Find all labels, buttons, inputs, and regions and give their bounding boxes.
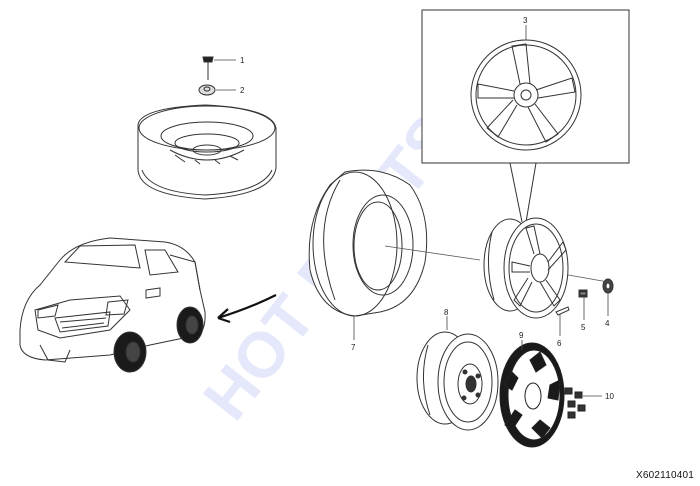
callout-4: 4 <box>605 319 610 328</box>
drawing-code: X602110401 <box>636 470 694 481</box>
washer-part <box>198 84 216 96</box>
center-cap-part <box>602 278 614 294</box>
valve-part <box>555 306 570 316</box>
bolt-part <box>202 56 214 80</box>
direction-arrow <box>217 294 277 324</box>
callout-6: 6 <box>557 339 562 348</box>
callout-10: 10 <box>605 392 614 401</box>
nut-part <box>578 289 588 298</box>
callout-5: 5 <box>581 323 586 332</box>
callout-1: 1 <box>240 56 245 65</box>
steel-wheel-part <box>416 331 499 431</box>
wheel-cover-part <box>499 342 565 448</box>
leader-lines <box>214 25 609 397</box>
tire-part <box>308 169 428 317</box>
callout-3: 3 <box>523 16 528 25</box>
callout-labels: 1 2 3 4 5 6 7 8 9 10 <box>240 16 614 401</box>
vehicle-illustration <box>19 237 206 373</box>
alloy-wheel-detail-box <box>421 9 630 223</box>
callout-2: 2 <box>240 86 245 95</box>
wheel-nuts-part <box>564 387 586 419</box>
callout-8: 8 <box>444 308 449 317</box>
callout-9: 9 <box>519 331 524 340</box>
alloy-wheel-part <box>483 217 569 319</box>
callout-7: 7 <box>351 343 356 352</box>
spare-tire <box>137 104 277 200</box>
